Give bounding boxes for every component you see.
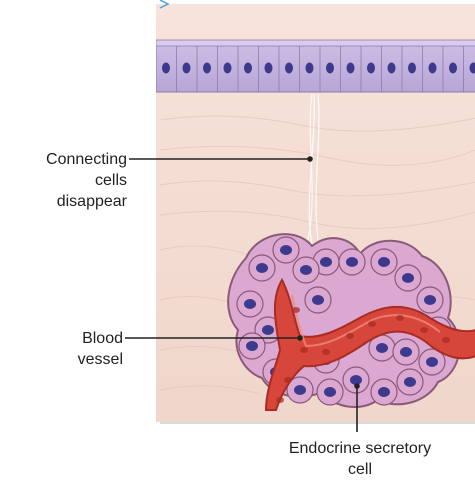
label-connecting-line-1: Connecting bbox=[0, 149, 127, 170]
vessel-leader-dot bbox=[298, 336, 302, 340]
label-connecting-cells: Connecting cells disappear bbox=[0, 149, 127, 212]
epithelial-nucleus bbox=[224, 63, 232, 74]
gland-cell-nucleus bbox=[256, 263, 268, 273]
label-vessel-line-1: Blood bbox=[0, 328, 123, 349]
epithelial-nucleus bbox=[367, 63, 375, 74]
red-blood-cell bbox=[292, 307, 300, 313]
epithelial-nucleus bbox=[183, 63, 191, 74]
label-blood-vessel: Blood vessel bbox=[0, 328, 123, 370]
label-endocrine-cell: Endocrine secretory cell bbox=[250, 438, 470, 480]
label-vessel-line-2: vessel bbox=[0, 349, 123, 370]
epithelial-nucleus bbox=[408, 63, 416, 74]
epithelial-nucleus bbox=[449, 63, 457, 74]
gland-cell-nucleus bbox=[320, 257, 332, 267]
gland-cell-nucleus bbox=[402, 273, 414, 283]
red-blood-cell bbox=[442, 337, 450, 343]
epithelial-nucleus bbox=[306, 63, 314, 74]
gland-cell-nucleus bbox=[426, 357, 438, 367]
endocrine-leader-dot bbox=[355, 384, 359, 388]
red-blood-cell bbox=[322, 349, 330, 355]
label-connecting-line-2: cells bbox=[0, 170, 127, 191]
gland-cell-nucleus bbox=[294, 385, 306, 395]
gland-cell-nucleus bbox=[424, 295, 436, 305]
red-blood-cell bbox=[300, 347, 308, 353]
gland-cell-nucleus bbox=[378, 387, 390, 397]
gland-cell-nucleus bbox=[280, 245, 292, 255]
epithelial-nucleus bbox=[326, 63, 334, 74]
connecting-leader-dot bbox=[308, 157, 312, 161]
gland-cell-nucleus bbox=[244, 299, 256, 309]
epithelial-nucleus bbox=[265, 63, 273, 74]
gland-cell-nucleus bbox=[262, 325, 274, 335]
gland-cell-nucleus bbox=[246, 341, 258, 351]
label-endocrine-line-2: cell bbox=[250, 459, 470, 480]
red-blood-cell bbox=[284, 377, 292, 383]
gland-cell-nucleus bbox=[378, 257, 390, 267]
red-blood-cell bbox=[420, 327, 428, 333]
red-blood-cell bbox=[276, 397, 284, 403]
gland-cell-nucleus bbox=[324, 387, 336, 397]
label-connecting-line-3: disappear bbox=[0, 191, 127, 212]
gland-cell-nucleus bbox=[404, 377, 416, 387]
epithelial-nucleus bbox=[162, 63, 170, 74]
epithelium-layer bbox=[156, 40, 475, 92]
gland-cell-nucleus bbox=[400, 347, 412, 357]
red-blood-cell bbox=[346, 333, 354, 339]
epithelial-nucleus bbox=[203, 63, 211, 74]
red-blood-cell bbox=[396, 315, 404, 321]
epithelial-nucleus bbox=[244, 63, 252, 74]
epithelial-nucleus bbox=[347, 63, 355, 74]
epithelial-nucleus bbox=[285, 63, 293, 74]
gland-cell-nucleus bbox=[312, 295, 324, 305]
gland-cell-nucleus bbox=[376, 343, 388, 353]
label-endocrine-line-1: Endocrine secretory bbox=[250, 438, 470, 459]
red-blood-cell bbox=[368, 321, 376, 327]
gland-cell-nucleus bbox=[346, 257, 358, 267]
epithelial-nucleus bbox=[388, 63, 396, 74]
gland-cell-nucleus bbox=[300, 265, 312, 275]
epithelial-nucleus bbox=[429, 63, 437, 74]
